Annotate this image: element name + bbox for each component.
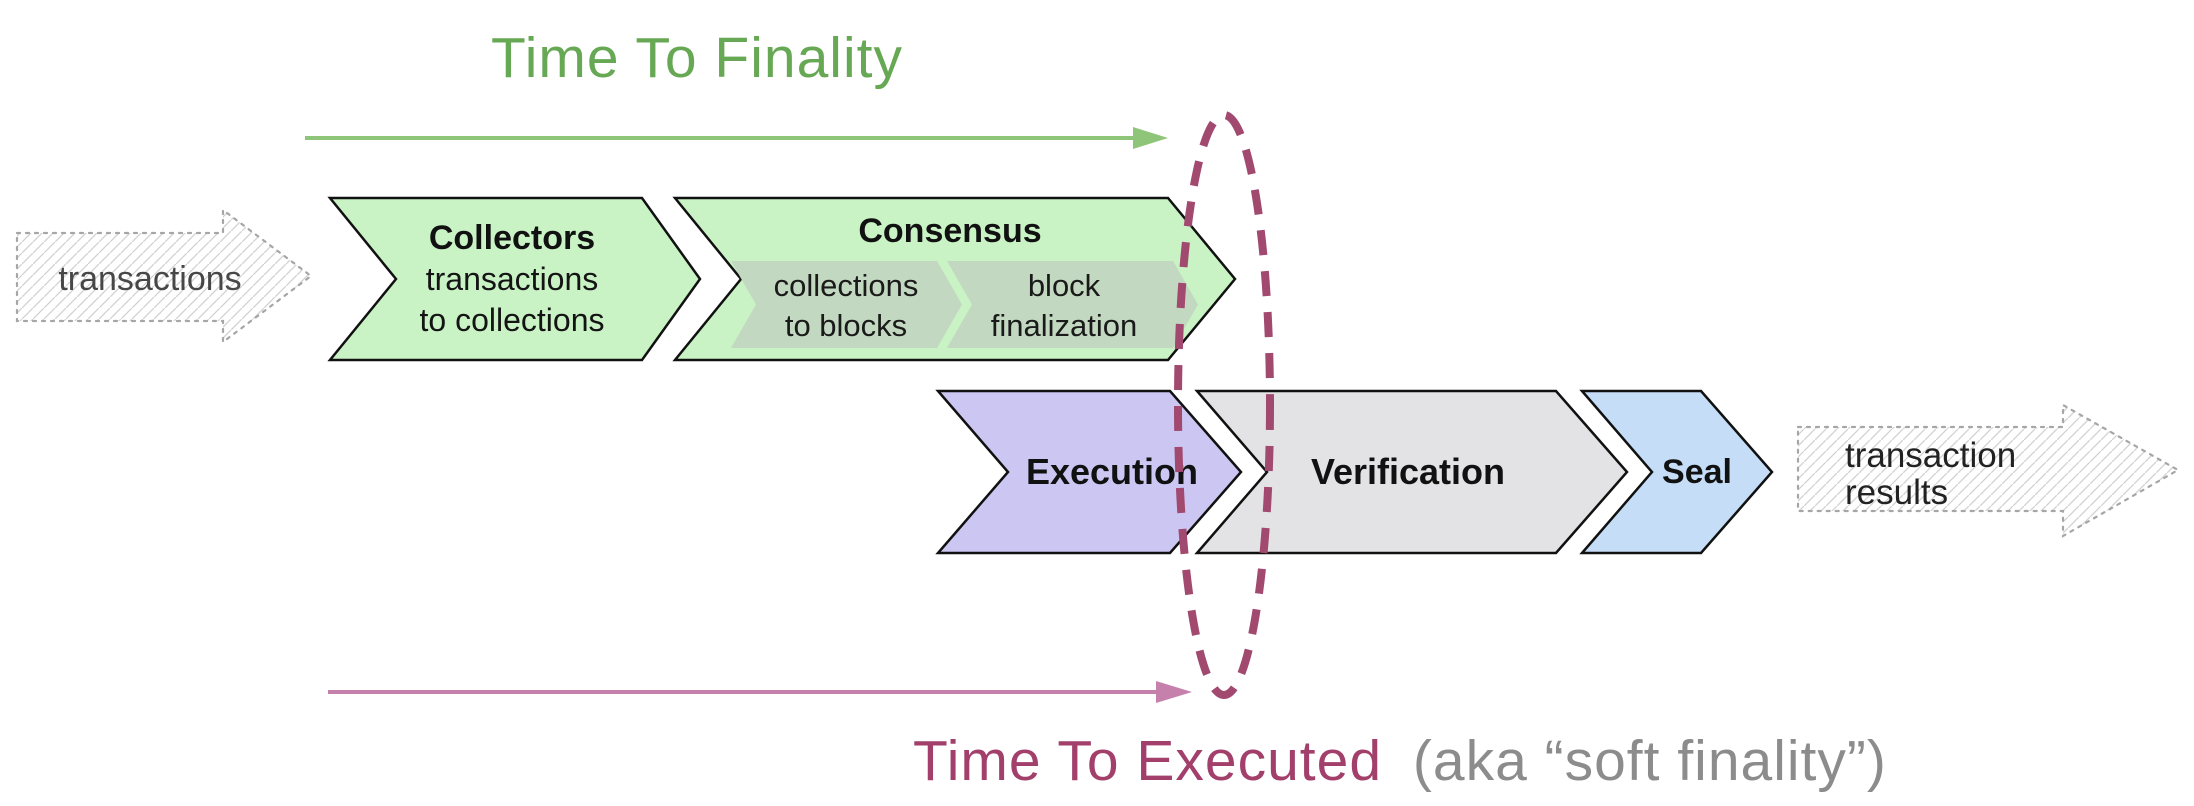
stage-execution-chevron [935, 389, 1243, 555]
time-to-executed-title-main: Time To Executed [913, 729, 1382, 793]
time-to-executed-arrowhead-icon [1156, 681, 1192, 703]
time-to-executed-title-suffix: (aka “soft finality”) [1413, 729, 1887, 793]
transaction-results-line1: transaction [1845, 436, 2016, 475]
transaction-results-output-arrow: transaction results [1796, 403, 2181, 538]
transaction-results-arrow-shape [1796, 403, 2181, 538]
stage-collectors-desc-line1: transactions [426, 261, 599, 297]
substage-block-finalization-chevron [947, 261, 1198, 348]
stage-collectors-desc-line2: to collections [420, 302, 605, 338]
transaction-results-line2: results [1845, 473, 1948, 512]
stage-seal-title: Seal [1662, 453, 1732, 491]
stage-seal-chevron [1579, 389, 1774, 555]
stage-execution-title: Execution [1026, 451, 1198, 492]
stage-verification-title: Verification [1311, 451, 1505, 492]
substage1-line2: to blocks [785, 308, 907, 343]
stage-seal: Seal [1579, 389, 1774, 555]
time-to-finality-title: Time To Finality [491, 26, 903, 90]
stage-verification-chevron [1194, 389, 1629, 555]
stage-consensus-title: Consensus [858, 212, 1041, 250]
stage-verification: Verification [1194, 389, 1629, 555]
transactions-input-arrow-shape [15, 207, 313, 345]
stage-consensus: Consensus collections to blocks block fi… [672, 196, 1237, 362]
stage-execution: Execution [935, 389, 1243, 555]
substage2-line1: block [1028, 268, 1101, 303]
time-to-finality-arrowhead-icon [1133, 127, 1168, 149]
stage-collectors-chevron [327, 196, 702, 362]
substage1-line1: collections [774, 268, 919, 303]
time-to-executed-title: Time To Executed (aka “soft finality”) [913, 729, 1887, 793]
transactions-input-arrow: transactions [15, 207, 313, 345]
stage-collectors: Collectors transactions to collections [327, 196, 702, 362]
substage-collections-to-blocks-chevron [731, 261, 962, 348]
executed-boundary-ellipse [1174, 111, 1274, 699]
transactions-input-label: transactions [58, 260, 241, 298]
substage2-line2: finalization [991, 308, 1137, 343]
stage-collectors-title: Collectors [429, 219, 595, 257]
